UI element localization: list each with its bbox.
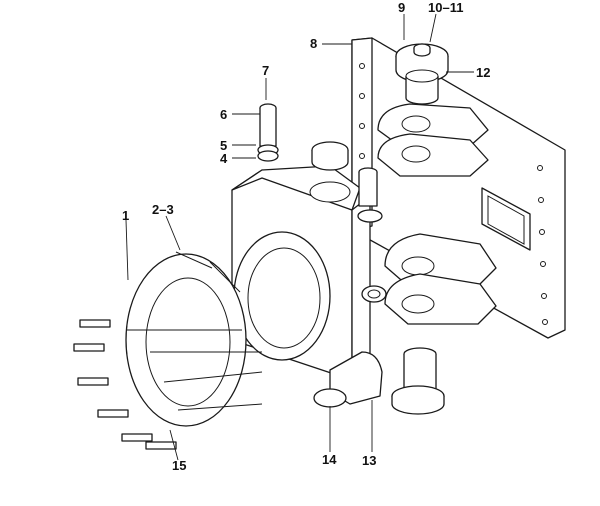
lower-kingpin [391,347,445,415]
callout-15: 15 [172,458,186,473]
callout-5: 5 [220,138,227,153]
lower-fork-bracket [384,233,497,325]
callout-14: 14 [322,452,337,467]
middle-pin [357,167,383,223]
callout-8: 8 [310,36,317,51]
callout-1: 1 [122,208,129,223]
seal-ring [361,285,387,303]
bearing-ring [311,141,349,171]
callout-9: 9 [398,0,405,15]
callout-10-11: 10–11 [428,0,463,15]
callout-7: 7 [262,63,269,78]
callout-2-3: 2–3 [152,202,174,217]
main-housing [231,165,371,381]
upper-kingpin-cap [395,43,449,105]
callout-13: 13 [362,453,376,468]
callout-4: 4 [220,151,228,166]
callout-6: 6 [220,107,227,122]
flange-ring [125,253,247,427]
callout-12: 12 [476,65,490,80]
leader-lines [125,13,474,461]
flange-studs [126,251,263,411]
small-pin [257,103,279,162]
lower-arm [313,351,383,408]
bolts [73,319,177,450]
upper-fork-bracket [377,103,489,177]
